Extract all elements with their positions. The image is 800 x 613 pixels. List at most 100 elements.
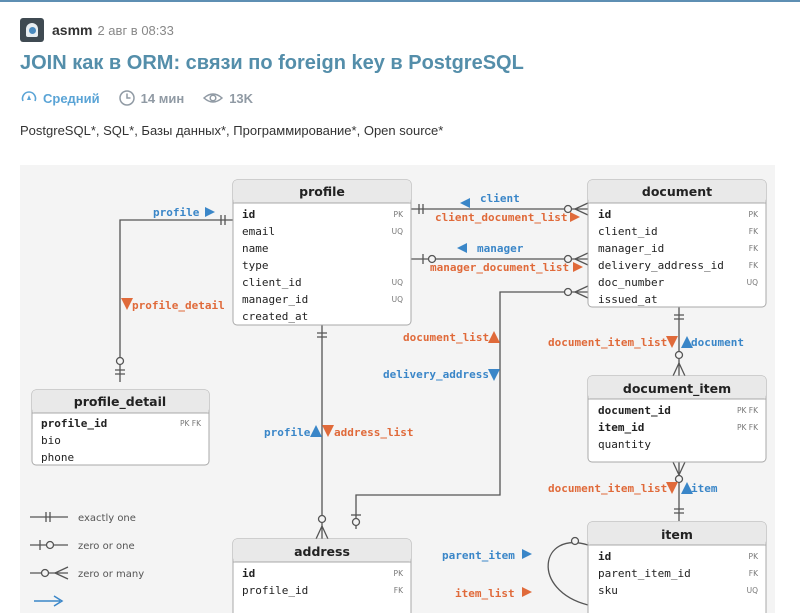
column-name: parent_item_id xyxy=(598,567,691,580)
relation-label: delivery_address xyxy=(383,368,489,381)
entity-profile-detail-title: profile_detail xyxy=(74,394,166,410)
relation-label: address_list xyxy=(334,426,413,439)
column-name: sku xyxy=(598,584,618,597)
column-name: profile_id xyxy=(41,417,107,430)
relation-label: profile_detail xyxy=(132,299,225,312)
arrow-up-icon xyxy=(681,336,693,348)
entity-address-title: address xyxy=(294,544,350,559)
reading-time: 14 мин xyxy=(118,89,185,107)
clock-icon xyxy=(118,90,135,106)
relation-label: item xyxy=(691,482,718,495)
column-name: type xyxy=(242,259,269,272)
column-tag: PK FK xyxy=(180,419,202,428)
arrow-down-icon xyxy=(666,336,678,348)
entity-document[interactable]: document id PK client_id FK manager_id F… xyxy=(587,179,767,308)
column-tag: UQ xyxy=(392,295,403,304)
legend-zero-or-one: zero or one xyxy=(78,541,135,552)
column-name: bio xyxy=(41,434,61,447)
relation-label: document_list xyxy=(403,331,489,344)
hub-link[interactable]: Open source* xyxy=(363,123,444,138)
entity-item[interactable]: item id PK parent_item_id FK sku UQ xyxy=(587,521,767,613)
column-name: id xyxy=(242,208,255,221)
entity-item-title: item xyxy=(661,527,693,542)
column-name: name xyxy=(242,242,269,255)
column-name: phone xyxy=(41,451,74,464)
post-time: 2 авг в 08:33 xyxy=(97,22,174,38)
author-name[interactable]: asmm xyxy=(52,22,93,38)
arrow-up-icon xyxy=(488,331,500,343)
entity-profile[interactable]: profile id PK email UQ name type client_… xyxy=(232,179,412,326)
eye-icon xyxy=(203,93,224,103)
column-name: issued_at xyxy=(598,293,658,306)
entity-profile-detail[interactable]: profile_detail profile_id PK FK bio phon… xyxy=(31,389,210,466)
views-label: 13K xyxy=(229,90,254,106)
hub-link[interactable]: PostgreSQL* xyxy=(20,123,96,138)
hub-link[interactable]: Программирование* xyxy=(233,123,357,138)
entity-document-item-title: document_item xyxy=(623,381,731,397)
hub-link[interactable]: SQL* xyxy=(103,123,135,138)
entity-document-item[interactable]: document_item document_id PK FK item_id … xyxy=(587,375,767,463)
post-title[interactable]: JOIN как в ORM: связи по foreign key в P… xyxy=(20,52,524,74)
column-tag: UQ xyxy=(392,278,403,287)
difficulty-label: Средний xyxy=(43,90,100,106)
arrow-right-icon xyxy=(522,587,532,597)
arrow-right-icon xyxy=(573,262,583,272)
column-name: quantity xyxy=(598,438,651,451)
arrow-down-icon xyxy=(666,482,678,494)
difficulty-badge: Средний xyxy=(20,89,100,107)
column-tag: PK xyxy=(749,210,760,219)
column-tag: PK xyxy=(749,552,760,561)
author-row: asmm 2 авг в 08:33 xyxy=(20,18,174,42)
relation-label: document_item_list xyxy=(548,336,667,349)
relation-labels: profile profile_detail client client_doc… xyxy=(121,192,744,600)
arrow-right-icon xyxy=(522,549,532,559)
arrow-left-icon xyxy=(460,198,470,208)
column-name: document_id xyxy=(598,404,671,417)
column-tag: FK xyxy=(749,569,759,578)
column-name: id xyxy=(598,208,611,221)
column-name: email xyxy=(242,225,275,238)
entity-profile-title: profile xyxy=(299,184,345,199)
column-name: profile_id xyxy=(242,584,308,597)
relation-label: manager_document_list xyxy=(430,261,569,274)
relation-label: parent_item xyxy=(442,549,515,562)
column-tag: UQ xyxy=(747,586,758,595)
relation-lines xyxy=(115,202,686,606)
column-name: created_at xyxy=(242,310,308,323)
reading-time-label: 14 мин xyxy=(140,90,185,106)
hub-link[interactable]: Базы данных* xyxy=(141,123,227,138)
column-tag: PK FK xyxy=(737,406,759,415)
column-name: doc_number xyxy=(598,276,665,289)
entity-document-title: document xyxy=(642,184,712,199)
top-divider xyxy=(0,0,800,2)
column-tag: FK xyxy=(394,586,404,595)
legend-zero-or-many: zero or many xyxy=(78,569,144,580)
relation-label: profile xyxy=(264,426,311,439)
arrow-down-icon xyxy=(121,298,133,310)
er-diagram-svg: profile id PK email UQ name type client_… xyxy=(30,179,767,613)
relation-label: client_document_list xyxy=(435,211,567,224)
relation-label: manager xyxy=(477,242,524,255)
column-name: id xyxy=(598,550,611,563)
author-avatar[interactable] xyxy=(20,18,44,42)
column-tag: UQ xyxy=(392,227,403,236)
arrow-right-icon xyxy=(570,212,580,222)
legend-exactly-one: exactly one xyxy=(78,513,136,524)
relation-label: client xyxy=(480,192,520,205)
relation-label: document_item_list xyxy=(548,482,667,495)
column-tag: FK xyxy=(749,261,759,270)
er-diagram: profile id PK email UQ name type client_… xyxy=(20,165,775,613)
arrow-down-icon xyxy=(322,425,334,437)
column-name: client_id xyxy=(598,225,658,238)
hub-list: PostgreSQL*, SQL*, Базы данных*, Програм… xyxy=(20,123,444,138)
entity-address[interactable]: address id PK profile_id FK xyxy=(232,538,412,613)
column-name: delivery_address_id xyxy=(598,259,724,272)
column-name: id xyxy=(242,567,255,580)
column-name: manager_id xyxy=(242,293,308,306)
column-name: client_id xyxy=(242,276,302,289)
column-tag: FK xyxy=(749,227,759,236)
diagram-legend: exactly one zero or one zero or many xyxy=(30,512,144,607)
post-meta: Средний 14 мин 13K xyxy=(20,87,271,109)
column-tag: PK xyxy=(394,210,405,219)
column-tag: UQ xyxy=(747,278,758,287)
